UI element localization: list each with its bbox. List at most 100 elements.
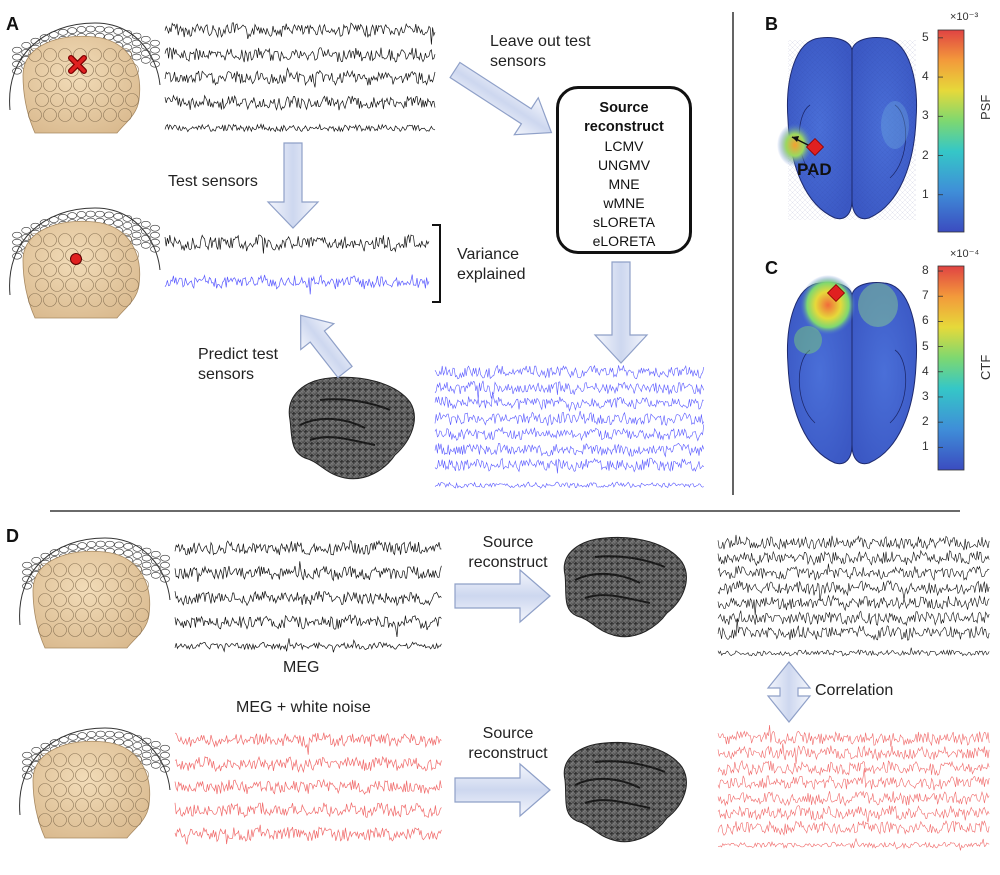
label-leave-out: Leave out test sensors [490,33,591,70]
ctf-axis-title: CTF [978,354,993,380]
noisy-meg-trace-2 [174,778,442,795]
source-trace-7 [434,481,704,489]
meg-trace-3 [174,614,442,638]
ctf-exponent: ×10⁻⁴ [950,248,980,260]
head-models [9,22,171,839]
ctf-tick-8: 8 [922,263,929,278]
meg-trace-2 [174,590,442,607]
method-wmne: wMNE [603,195,645,211]
noisy-recon-trace-1 [717,743,990,764]
label-meg: MEG [283,659,320,676]
sensor-trace-a-1 [164,46,436,63]
psf-exponent: ×10⁻³ [950,11,979,23]
panel-label-b: B [765,14,778,34]
noisy-meg-trace-4 [174,824,442,845]
label-source-reconstruct-1: Source reconstruct [468,534,548,571]
psf-tick-2: 2 [922,147,929,162]
sensor-trace-a-2 [164,67,436,88]
noisy-recon-trace-4 [717,790,990,807]
arrow-source-reconstruct-2 [454,762,551,818]
method-mne: MNE [608,176,640,192]
head-model-a-top [9,22,161,134]
source-trace-1 [434,380,705,400]
brain-panel-d-top [563,536,687,638]
recon-trace-1 [717,549,990,567]
test-sensor-trace [164,234,430,254]
noisy-recon-trace-6 [717,820,990,836]
ctf-tick-6: 6 [922,313,929,328]
cortex-ctf-map [787,275,917,465]
method-eloreta: eLORETA [592,233,656,249]
recon-trace-7 [717,647,990,657]
source-trace-3 [434,410,705,426]
noisy-meg-trace-1 [174,755,442,774]
arrow-test-sensors [266,142,320,229]
predicted-trace [164,274,430,295]
source-trace-5 [434,442,705,458]
psf-tick-5: 5 [922,29,929,44]
source-box-title: Source reconstruct [584,100,664,135]
cortex-psf-map [777,37,917,220]
ctf-tick-5: 5 [922,338,929,353]
head-model-a-bottom [9,207,161,319]
arrow-to-source-box [449,61,553,136]
head-model-d-bottom [19,727,171,839]
noisy-recon-trace-5 [717,805,990,823]
recon-trace-3 [717,579,990,602]
colorbar-ctf [937,265,965,471]
source-trace-0 [434,364,705,380]
left-out-sensor-marker [68,55,87,74]
panel-label-d: D [6,526,19,546]
variance-bracket [432,224,441,303]
ctf-tick-2: 2 [922,414,929,429]
sensor-trace-a-3 [164,94,436,111]
arrow-source-reconstruct-1 [454,568,551,624]
panel-label-c: C [765,258,778,278]
noisy-recon-trace-2 [717,759,990,777]
meg-trace-1 [174,561,442,582]
test-sensor-marker [70,253,82,265]
source-trace-6 [434,457,705,474]
recon-trace-6 [717,618,990,641]
source-trace-2 [434,391,704,413]
psf-tick-1: 1 [922,186,929,201]
ctf-tick-4: 4 [922,363,929,378]
noisy-meg-trace-3 [174,802,442,819]
brain-panel-d-bottom [563,741,687,843]
method-sloreta: sLORETA [593,214,655,230]
arrow-predict-test [300,314,353,379]
brain-panel-a [288,376,415,480]
noisy-recon-trace-7 [717,837,990,851]
sensor-trace-a-4 [164,123,436,133]
ctf-tick-7: 7 [922,288,929,303]
label-pad: PAD [797,160,832,179]
psf-tick-4: 4 [922,69,929,84]
meg-trace-4 [174,638,442,653]
ctf-tick-1: 1 [922,439,929,454]
arrow-to-sources [593,261,649,364]
psf-axis-title: PSF [978,94,993,120]
recon-trace-0 [717,534,990,551]
method-lcmv: LCMV [604,138,644,154]
noisy-recon-trace-0 [717,724,990,747]
head-model-d-top [19,537,171,649]
label-test-sensors: Test sensors [168,173,258,190]
recon-trace-5 [717,610,990,627]
source-trace-4 [434,424,705,442]
recon-trace-4 [717,594,990,616]
signal-traces [164,22,990,851]
psf-tick-3: 3 [922,108,929,123]
noisy-meg-trace-0 [174,732,442,755]
noisy-recon-trace-3 [717,768,990,791]
label-correlation: Correlation [815,682,894,699]
ctf-tick-3: 3 [922,388,929,403]
colorbar-psf [937,29,965,233]
label-source-reconstruct-2: Source reconstruct [468,725,548,762]
sensor-trace-a-0 [164,22,436,45]
source-reconstruct-box: Source reconstruct LCMV UNGMV MNE wMNE s… [556,86,692,254]
meg-trace-0 [174,539,442,556]
arrow-correlation [766,661,812,723]
label-predict-test: Predict test sensors [198,346,279,383]
label-meg-noise: MEG + white noise [236,699,371,716]
